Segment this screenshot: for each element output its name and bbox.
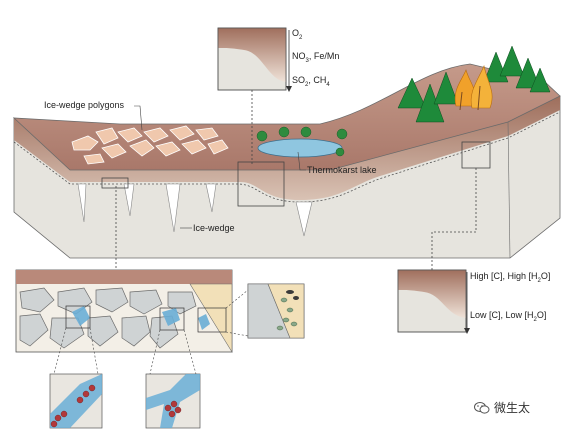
ice-wedge-polygons [71,125,229,165]
label-high-carbon-water: High [C], High [H2O] [470,271,551,284]
ice-wedge-shape [165,183,181,233]
callout-box [237,161,285,207]
label-leaders [134,105,306,229]
label-low-carbon-water: Low [C], Low [H2O] [470,310,547,323]
label-ice-wedge: Ice-wedge [193,223,235,233]
watermark-text: 微生太 [494,401,531,415]
wildfire [454,65,493,111]
ice-wedge-shape [123,183,135,217]
label-ice-wedge-polygons: Ice-wedge polygons [44,100,125,110]
zoom-box [65,305,91,329]
watermark: 微生太 [474,399,530,416]
ice-wedge-shape [205,183,217,213]
block-edge [507,121,511,259]
leader-lake [297,151,306,171]
label-thermokarst-lake: Thermokarst lake [307,165,377,175]
label-so2-ch4: SO2, CH4 [292,75,330,88]
ice-wedges [77,183,313,237]
conifer-trees [397,45,551,123]
leader-polygons [134,105,143,131]
redox-inset [217,27,292,207]
landscape-block [12,45,561,259]
carbon-inset [397,141,491,334]
label-no3-fe-mn: NO3, Fe/Mn [292,51,340,64]
label-o2: O2 [292,28,303,41]
zoom-detail-left [49,327,103,429]
lake-shrubs [256,126,348,157]
zoom-detail-right [145,329,201,429]
ice-wedge-shape [295,201,313,237]
ground-surface-top [12,63,561,171]
ice-wedge-shape [77,183,87,223]
permafrost-table-line [13,111,561,203]
active-layer-front [14,96,560,200]
soil-micro-inset [15,177,233,354]
microbe-zoom-inset [225,283,305,339]
zoom-box [159,307,185,331]
wechat-icon [474,401,490,414]
thermokarst-lake [257,138,343,158]
zoom-box [197,307,227,333]
callout-line [431,168,477,270]
